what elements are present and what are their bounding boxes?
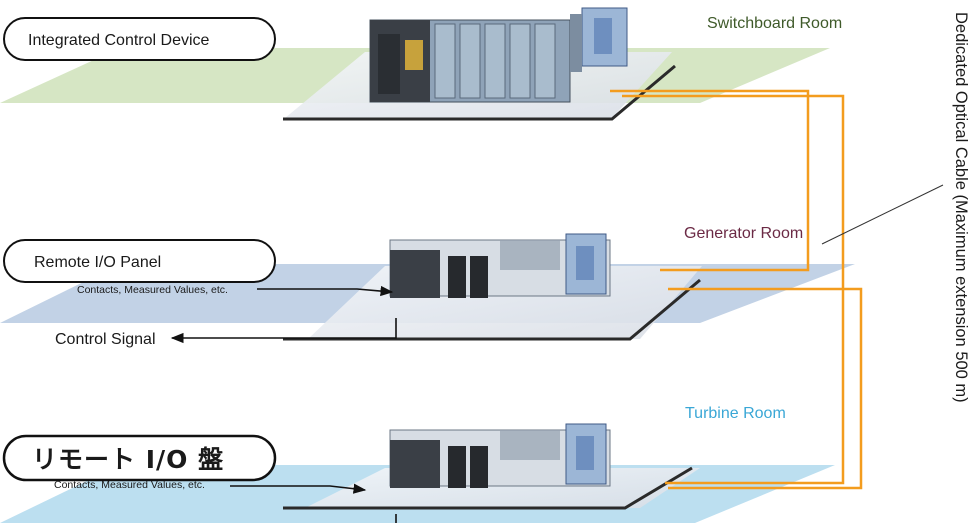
room-label-generator: Generator Room [684, 225, 803, 242]
room-label-switchboard: Switchboard Room [707, 15, 842, 32]
plate-edge-turbine [283, 466, 693, 510]
svg-text:Integrated Control Device: Integrated Control Device [28, 32, 210, 49]
contacts-arrow-generator [257, 285, 394, 297]
remote-io-device-generator-icon [389, 233, 611, 298]
contacts-label-generator: Contacts, Measured Values, etc. [77, 284, 228, 296]
svg-text:Remote I/O Panel: Remote I/O Panel [34, 254, 161, 271]
optical-cable-label: Dedicated Optical Cable (Maximum extensi… [952, 12, 970, 403]
control-signal-label: Control Signal [55, 331, 156, 348]
contacts-arrow-turbine [230, 483, 367, 494]
pill-remote-io-panel-jp: リモート I/O 盤 [2, 434, 277, 482]
pill-remote-io-panel: Remote I/O Panel [3, 239, 276, 283]
svg-text:リモート I/O 盤: リモート I/O 盤 [32, 445, 224, 474]
contacts-label-turbine: Contacts, Measured Values, etc. [54, 479, 205, 491]
plate-edge-generator [283, 278, 701, 341]
cable-leader-line [821, 184, 944, 245]
room-label-turbine: Turbine Room [685, 405, 786, 422]
control-signal-arrow [170, 318, 397, 344]
remote-io-device-turbine-icon [389, 423, 611, 488]
pill-integrated-control-device: Integrated Control Device [3, 17, 276, 61]
plate-edge-switchboard [283, 64, 676, 121]
integrated-control-device-icon [369, 7, 628, 103]
optical-cable-lines [610, 89, 863, 490]
